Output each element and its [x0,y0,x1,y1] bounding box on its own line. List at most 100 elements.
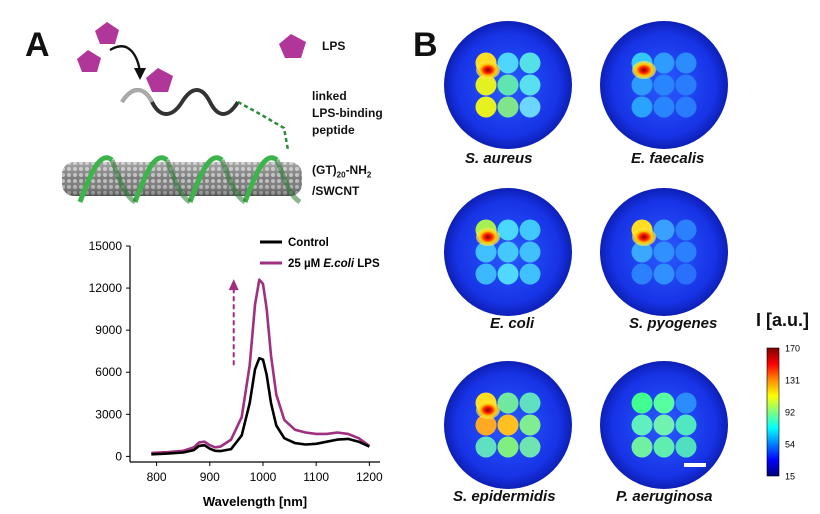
well [675,52,697,74]
well [653,74,675,96]
dna-helix [77,155,302,205]
peptide-helix [120,88,240,116]
x-tick-label: 800 [147,470,167,484]
well [497,392,519,414]
construct-sub: 20 [336,170,346,180]
construct-label-line1: (GT)20-NH2 [312,162,371,183]
schematic [62,22,306,205]
well [631,414,653,436]
well [497,219,519,241]
lps-pentagon-icon [77,50,101,72]
construct-label: (GT)20-NH2 /SWCNT [312,162,371,200]
well [519,96,541,118]
well [653,436,675,458]
x-tick-label: 1000 [250,470,277,484]
legend-label: 25 µM E.coli LPS [288,258,380,270]
well [675,219,697,241]
well [631,392,653,414]
y-tick-label: 15000 [89,239,123,253]
construct-suffix: -NH [345,163,367,177]
x-tick-label: 900 [200,470,220,484]
plate-image [600,361,728,489]
lps-pentagon-icon [279,34,306,58]
hotspot [476,61,500,79]
well [675,241,697,263]
plate-image [444,361,572,489]
well [653,219,675,241]
well [519,392,541,414]
colorbar [766,347,780,477]
well [497,74,519,96]
well [519,52,541,74]
well [519,263,541,285]
well [653,96,675,118]
well [519,436,541,458]
increase-arrow-head [228,279,239,291]
hotspot [632,61,656,79]
well [653,392,675,414]
lps-pentagon-icon [146,68,173,92]
species-label-s-epidermidis: S. epidermidis [453,488,556,505]
y-tick-label: 3000 [95,407,122,421]
well [675,436,697,458]
plate-image [444,188,572,316]
hotspot [476,228,500,246]
well [497,241,519,263]
well [475,241,497,263]
panel-label-b: B [413,26,438,64]
x-tick-label: 1100 [303,470,329,484]
peptide-label: linked LPS-binding peptide [312,88,383,139]
species-label-e-coli: E. coli [490,315,535,332]
well [675,96,697,118]
well [519,219,541,241]
legend-label: Control [288,237,329,249]
plate-image [600,188,728,316]
well [519,74,541,96]
hotspot [632,228,656,246]
construct-prefix: (GT) [312,163,337,177]
well [475,96,497,118]
plate-image [444,21,572,149]
plate-image [600,21,728,149]
series-line-lps [151,278,371,455]
colorbar-tick-label: 15 [785,472,795,482]
well [653,52,675,74]
peptide-label-line: linked [312,89,347,103]
hotspot [476,401,500,419]
well [653,414,675,436]
lps-pentagon-icon [95,22,119,44]
species-label-p-aeruginosa: P. aeruginosa [616,488,713,505]
well [475,74,497,96]
well [631,74,653,96]
well [497,414,519,436]
scale-bar [684,463,706,467]
well [631,241,653,263]
well [653,263,675,285]
well [675,263,697,285]
colorbar-tick-label: 54 [785,440,795,450]
lps-label: LPS [322,39,346,53]
well [475,414,497,436]
well [675,74,697,96]
well [631,263,653,285]
well [675,414,697,436]
well [631,96,653,118]
colorbar-label: I [a.u.] [756,310,809,330]
species-label-s-pyogenes: S. pyogenes [629,315,718,332]
peptide-label-line: peptide [312,123,355,137]
well [497,52,519,74]
x-axis-label: Wavelength [nm] [203,494,307,509]
linker-dashed [237,100,290,151]
y-tick-label: 0 [115,449,122,463]
well [475,263,497,285]
construct-sub2: 2 [366,170,372,180]
species-label-s-aureus: S. aureus [465,150,533,167]
colorbar-tick-label: 92 [785,408,795,418]
x-tick-label: 1200 [356,470,383,484]
panel-label-a: A [25,26,50,64]
well [497,263,519,285]
well [497,96,519,118]
colorbar-tick-label: 170 [785,344,800,354]
well [675,392,697,414]
